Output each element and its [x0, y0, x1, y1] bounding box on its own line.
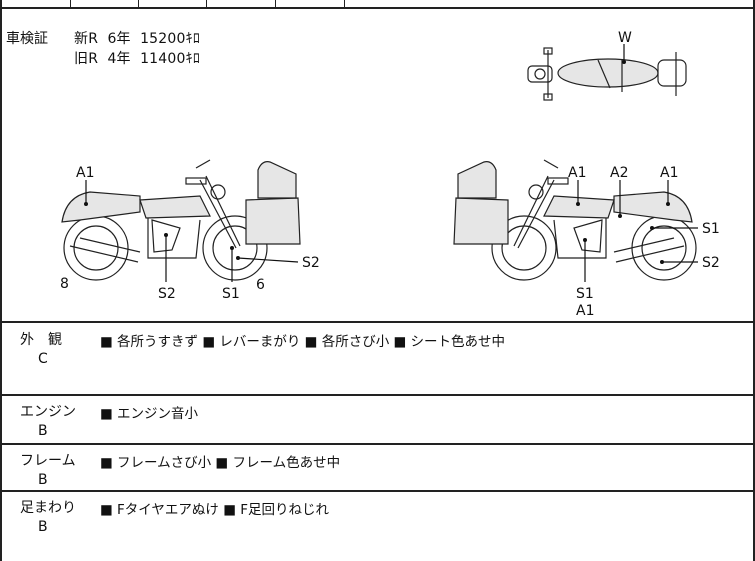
label-number-8: 8 [60, 276, 69, 292]
leader-dot [583, 238, 587, 242]
border-left [0, 0, 2, 561]
registration-label: 車検証 [6, 31, 48, 47]
divider-top [0, 7, 755, 9]
label-s2-right: S2 [702, 255, 720, 271]
reg-type: 旧R [74, 51, 99, 67]
label-a2: A2 [610, 165, 628, 181]
condition-title-exterior: 外 観 [20, 332, 62, 348]
condition-title-engine: エンジン [20, 404, 76, 420]
motorcycle-right-side-icon [453, 159, 697, 281]
cell-divider [344, 0, 345, 8]
label-a1-right: A1 [660, 165, 678, 181]
leader-dot [236, 256, 240, 260]
condition-text-engine: ■ エンジン音小 [100, 406, 199, 422]
label-s1-right: S1 [702, 221, 720, 237]
divider-row-3 [0, 490, 755, 492]
condition-text-exterior: ■ 各所うすきず ■ レバーまがり ■ 各所さび小 ■ シート色あせ中 [100, 334, 506, 350]
condition-title-frame: フレーム [20, 453, 76, 469]
label-a1-bottom: A1 [576, 303, 594, 319]
condition-grade-frame: B [38, 472, 48, 488]
reg-years: 6年 [107, 31, 131, 47]
label-s2-bottom: S2 [158, 286, 176, 302]
motorcycle-left-side-icon [61, 159, 301, 281]
divider-row-1 [0, 394, 755, 396]
divider-diagram-bottom [0, 321, 755, 323]
condition-text-frame: ■ フレームさび小 ■ フレーム色あせ中 [100, 455, 341, 471]
condition-grade-suspension: B [38, 519, 48, 535]
condition-grade-exterior: C [38, 351, 48, 367]
leader-line [237, 257, 299, 263]
condition-text-suspension: ■ Fタイヤエアぬけ ■ F足回りねじれ [100, 502, 330, 518]
leader-dot [84, 202, 88, 206]
leader-dot [660, 260, 664, 264]
leader-dot [622, 60, 626, 64]
reg-years: 4年 [107, 51, 131, 67]
damage-diagram: W A1 S2 S2 [60, 30, 720, 319]
leader-dot [650, 226, 654, 230]
reg-weight: 11400ｷﾛ [140, 51, 201, 67]
label-s1-bottom: S1 [576, 286, 594, 302]
cell-divider [275, 0, 276, 8]
leader-dot [618, 214, 622, 218]
cell-divider [138, 0, 139, 8]
leader-dot [164, 233, 168, 237]
leader-dot [666, 202, 670, 206]
registration-line-new: 新R 6年 15200ｷﾛ [74, 28, 200, 48]
label-s1: S1 [222, 286, 240, 302]
cell-divider [206, 0, 207, 8]
cell-divider [70, 0, 71, 8]
reg-type: 新R [74, 31, 99, 47]
top-table-strip [0, 0, 755, 8]
leader-dot [576, 202, 580, 206]
label-a1-left: A1 [568, 165, 586, 181]
reg-weight: 15200ｷﾛ [140, 31, 201, 47]
condition-title-suspension: 足まわり [20, 500, 76, 516]
motorcycle-top-view-icon [527, 47, 687, 101]
divider-row-2 [0, 443, 755, 445]
label-s2-right: S2 [302, 255, 320, 271]
label-top-view: W [618, 30, 632, 46]
leader-dot [230, 246, 234, 250]
registration-line-old: 旧R 4年 11400ｷﾛ [74, 48, 200, 68]
label-number-6: 6 [256, 277, 265, 293]
condition-grade-engine: B [38, 423, 48, 439]
border-right [753, 0, 755, 561]
label-a1: A1 [76, 165, 94, 181]
